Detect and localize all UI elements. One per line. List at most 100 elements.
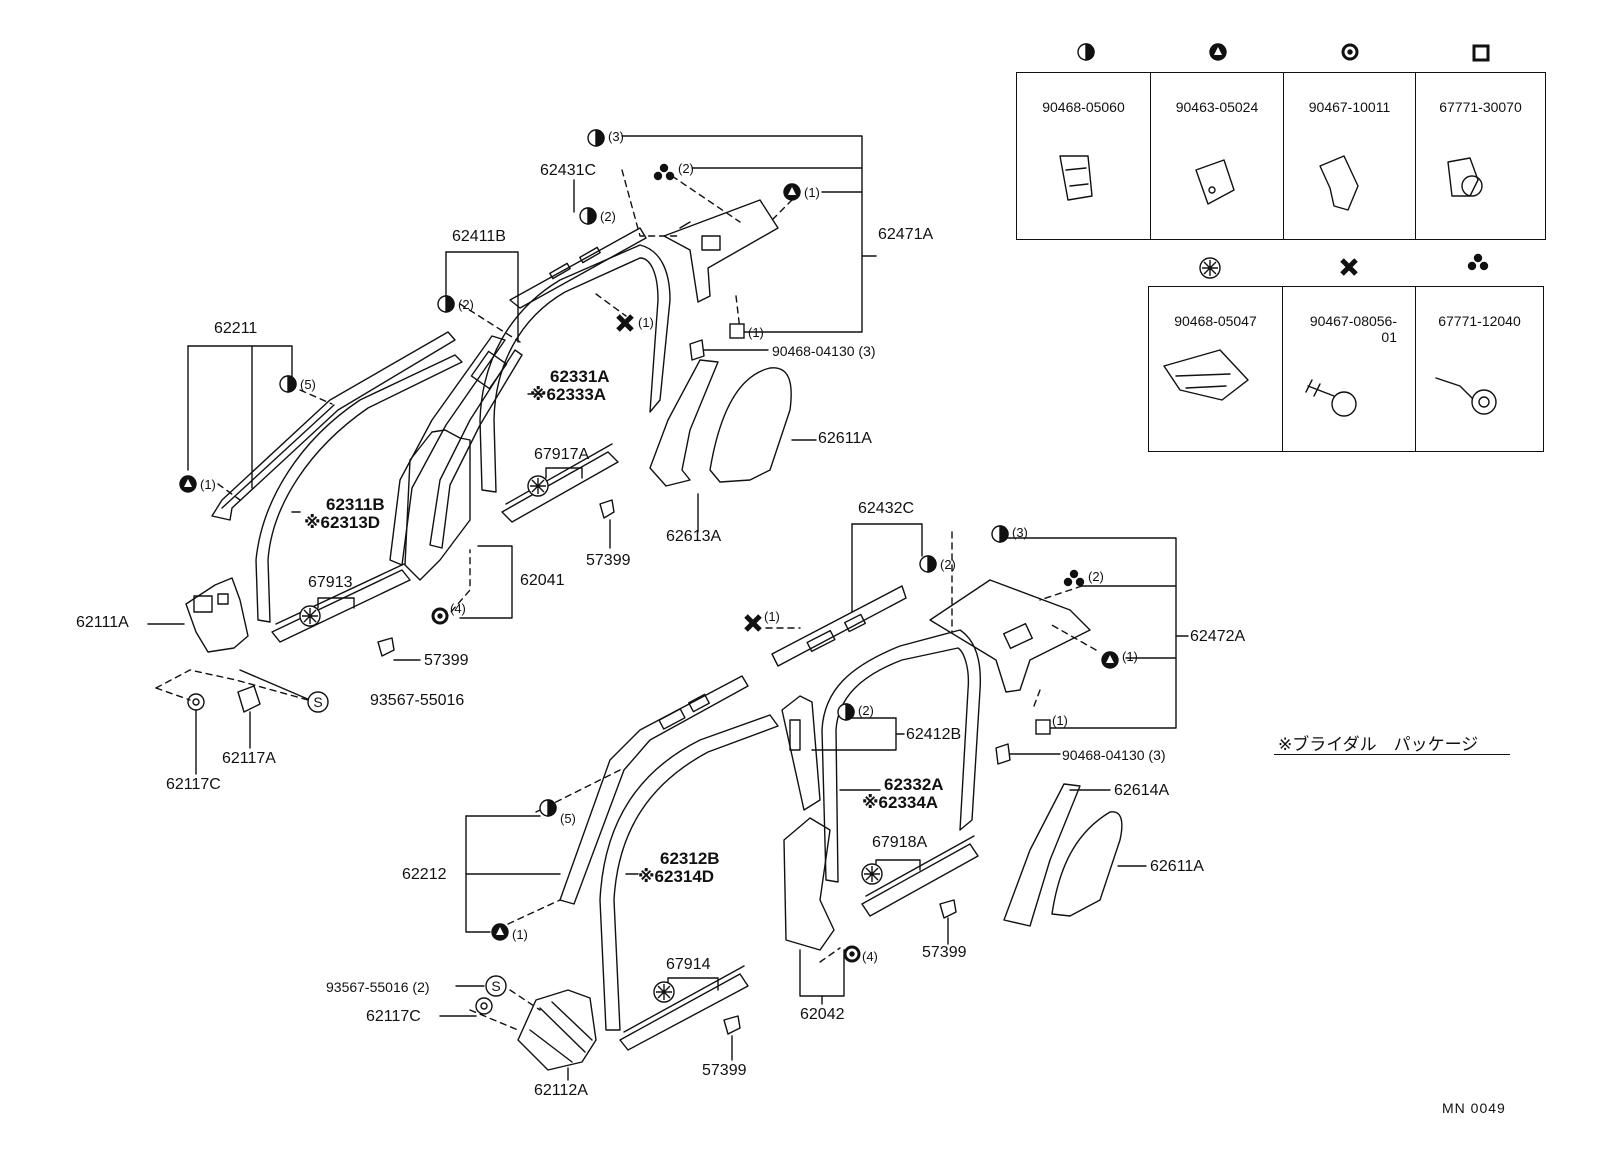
clip-62117C-b xyxy=(475,997,493,1015)
cross-circle-icon xyxy=(843,945,861,963)
legend-cell: 90467-10011 xyxy=(1283,73,1415,239)
triangle-circle-icon xyxy=(1209,43,1227,61)
label-57399: 57399 xyxy=(702,1062,747,1079)
qty-tag: (1) xyxy=(1122,649,1138,664)
triangle-circle-icon xyxy=(1101,651,1119,669)
legend-screw-90467-08056 xyxy=(1305,379,1357,417)
label-62471A: 62471A xyxy=(878,226,934,243)
label-62472A: 62472A xyxy=(1190,628,1246,645)
label-62331A: 62331A xyxy=(550,367,610,386)
half-circle-icon xyxy=(539,799,557,817)
label-62314D: ※62314D xyxy=(638,868,714,886)
clip-57399-b xyxy=(377,637,395,657)
quarter-trim-62614A xyxy=(1003,783,1081,927)
legend-clip-90468-05060 xyxy=(1059,155,1093,201)
legend-cell: 90467-08056- 01 xyxy=(1282,287,1415,451)
label-text: 62314D xyxy=(654,867,715,886)
label-text: 62333A xyxy=(546,385,607,404)
s-letters: S S xyxy=(313,694,500,994)
legend-table-bottom: 90468-05047 90467-08056- 01 67771-12040 xyxy=(1148,286,1544,452)
label-93567-55016: 93567-55016 xyxy=(370,692,465,709)
label-62614A: 62614A xyxy=(1114,782,1170,799)
legend-part-number: 90467-10011 xyxy=(1308,99,1391,115)
star-circle-icon xyxy=(861,863,883,885)
legend-clip-67771-30070 xyxy=(1447,157,1483,197)
half-circle-icon xyxy=(837,703,855,721)
clip-62117C xyxy=(187,693,205,711)
label-62611A: 62611A xyxy=(1150,858,1204,875)
label-90468-04130: 90468-04130 (3) xyxy=(772,343,876,359)
label-62613A: 62613A xyxy=(666,528,722,545)
qty-tag: (1) xyxy=(638,315,654,330)
legend-cell: 67771-12040 xyxy=(1415,287,1543,451)
cross-screw-icon xyxy=(1340,258,1358,276)
tri-dots-icon xyxy=(653,163,675,181)
qty-tag: (4) xyxy=(862,949,878,964)
star-circle-icon xyxy=(527,475,549,497)
tri-dots-icon xyxy=(1467,253,1489,271)
label-62117C: 62117C xyxy=(366,1008,421,1025)
label-62313D: ※62313D xyxy=(304,514,380,532)
half-circle-icon xyxy=(919,555,937,573)
triangle-circle-icon xyxy=(783,183,801,201)
label-57399: 57399 xyxy=(586,552,631,569)
square-clip-icon xyxy=(1472,44,1490,62)
clip-57399-c xyxy=(939,899,957,919)
label-57399: 57399 xyxy=(922,944,967,961)
symbol-markers xyxy=(179,43,1490,1003)
label-62212: 62212 xyxy=(402,866,447,883)
qty-tag: (2) xyxy=(678,161,694,176)
wheelhouse-62611A xyxy=(709,367,792,483)
label-62211: 62211 xyxy=(214,320,258,337)
center-pillar-62042 xyxy=(783,817,835,951)
legend-table-top: 90468-05060 90463-05024 90467-10011 6777… xyxy=(1016,72,1546,240)
label-text: 62313D xyxy=(320,513,381,532)
qty-tag: (5) xyxy=(560,811,576,826)
qty-tag: (4) xyxy=(450,601,466,616)
legend-cell: 67771-30070 xyxy=(1415,73,1545,239)
legend-clip-90468-05047 xyxy=(1163,349,1249,401)
diagram-code: MN 0049 xyxy=(1442,1100,1506,1116)
pillar-garnish-62212 xyxy=(559,675,749,905)
half-circle-icon xyxy=(991,525,1009,543)
half-circle-icon xyxy=(587,129,605,147)
tri-dots-icon xyxy=(1063,569,1085,587)
note-underline xyxy=(1274,754,1510,755)
label-62333A: ※62333A xyxy=(530,386,606,404)
star-circle-icon xyxy=(1199,257,1221,279)
pillar-garnish-62211 xyxy=(211,331,456,521)
label-62334A: ※62334A xyxy=(862,794,938,812)
qty-tag: (2) xyxy=(940,557,956,572)
label-62332A: 62332A xyxy=(884,775,944,794)
qty-tag: (2) xyxy=(458,297,474,312)
label-90468-04130: 90468-04130 (3) xyxy=(1062,747,1166,763)
label-62412B: 62412B xyxy=(906,726,962,743)
bridal-package-note: ※ブライダル パッケージ xyxy=(1278,735,1479,754)
star-circle-icon xyxy=(299,605,321,627)
label-text: 62334A xyxy=(878,793,939,812)
label-62112A: 62112A xyxy=(534,1082,588,1099)
legend-clip-90467-10011 xyxy=(1319,155,1359,211)
wheelhouse-62611A-b xyxy=(1051,811,1123,917)
legend-part-number: 90463-05024 xyxy=(1175,99,1259,115)
label-62432C: 62432C xyxy=(858,500,915,517)
cross-screw-icon xyxy=(744,614,762,632)
s-circle-icon xyxy=(485,975,507,997)
bridal-mark: ※ xyxy=(304,513,321,532)
qty-tag: (2) xyxy=(858,703,874,718)
rail-62432C xyxy=(771,585,907,667)
scuff-plate-67914 xyxy=(619,965,749,1051)
label-67913: 67913 xyxy=(308,574,353,591)
half-circle-icon xyxy=(1077,43,1095,61)
label-62312B: 62312B xyxy=(660,849,720,868)
legend-part-number: 67771-12040 xyxy=(1438,313,1521,329)
weatherstrip-62311B xyxy=(255,354,463,623)
legend-part-number: 67771-30070 xyxy=(1439,99,1522,115)
qty-tag: (1) xyxy=(1052,713,1068,728)
qty-tag: (2) xyxy=(1088,569,1104,584)
clip-90468-04130-a xyxy=(689,339,705,361)
bridal-mark: ※ xyxy=(638,867,655,886)
clip-90468-04130-b xyxy=(995,743,1011,765)
label-67917A: 67917A xyxy=(534,446,590,463)
